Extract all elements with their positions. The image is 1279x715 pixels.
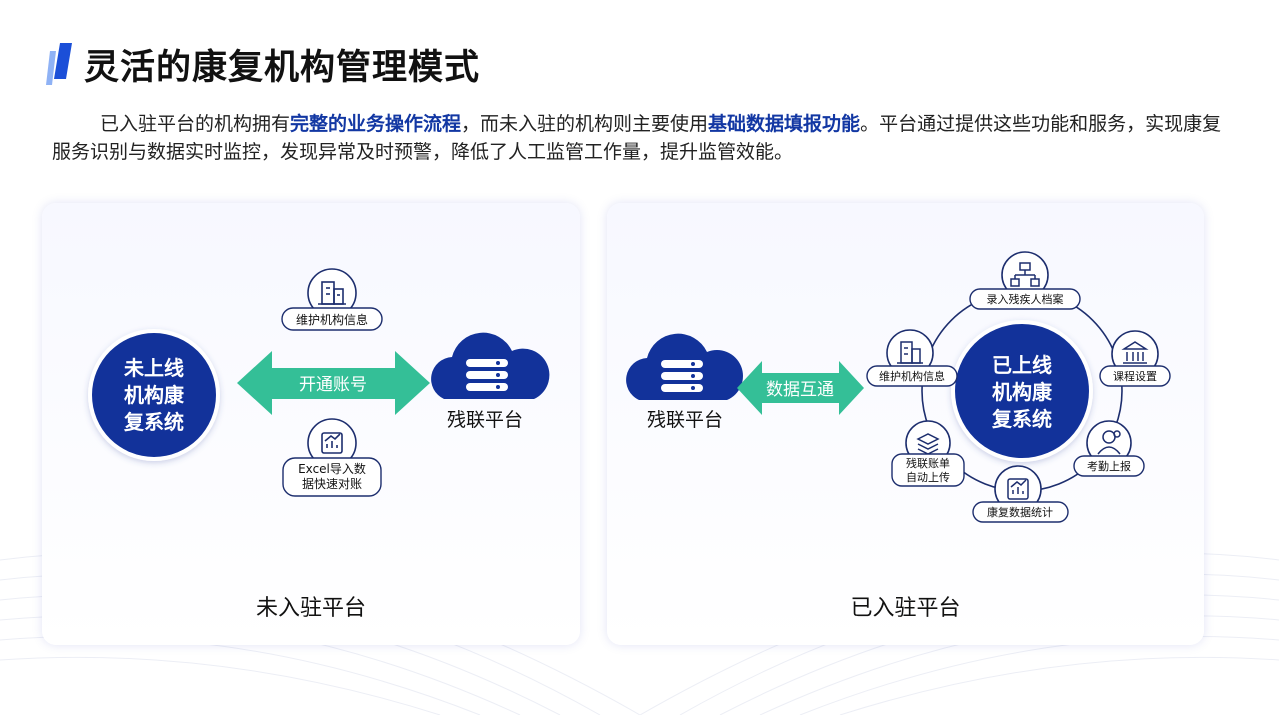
feature-maintain-info: 维护机构信息	[281, 268, 383, 331]
online-system-circle: 已上线 机构康 复系统	[951, 320, 1093, 462]
highlight-full-workflow: 完整的业务操作流程	[290, 113, 462, 135]
platform-label: 残联平台	[447, 409, 523, 431]
panel-onboarded: 残联平台 数据互通 已上线 机构康 复系统	[607, 203, 1204, 645]
server-cloud-icon	[626, 333, 743, 400]
svg-text:机构康: 机构康	[124, 383, 185, 407]
svg-text:已上线: 已上线	[992, 353, 1052, 377]
feature-data-statistics: 康复数据统计	[972, 465, 1069, 523]
platform-label: 残联平台	[647, 409, 723, 431]
diagram-not-onboarded: 未上线 机构康 复系统 开通账号 残联平台	[88, 268, 550, 497]
svg-text:录入残疾人档案: 录入残疾人档案	[987, 292, 1064, 306]
feature-record-archive: 录入残疾人档案	[969, 251, 1081, 310]
svg-text:课程设置: 课程设置	[1113, 370, 1157, 383]
svg-text:复系统: 复系统	[123, 410, 184, 434]
chart-icon	[1007, 478, 1029, 500]
building-icon	[897, 341, 923, 364]
svg-text:未上线: 未上线	[124, 356, 184, 380]
title-accent-bar	[46, 43, 72, 85]
org-chart-icon	[1010, 262, 1040, 287]
feature-bill-upload: 残联账单 自动上传	[891, 420, 965, 487]
svg-text:机构康: 机构康	[992, 380, 1053, 404]
svg-text:维护机构信息: 维护机构信息	[296, 312, 368, 327]
svg-text:Excel导入数: Excel导入数	[298, 461, 366, 476]
building-icon	[318, 281, 346, 305]
user-icon	[1097, 430, 1121, 455]
svg-text:考勤上报: 考勤上报	[1087, 459, 1131, 473]
feature-course-setting: 课程设置	[1099, 330, 1171, 387]
offline-system-circle: 未上线 机构康 复系统	[88, 329, 220, 461]
svg-text:维护机构信息: 维护机构信息	[879, 369, 945, 383]
panel-not-onboarded: 未上线 机构康 复系统 开通账号 残联平台	[42, 203, 580, 645]
caption-not-onboarded: 未入驻平台	[255, 596, 366, 621]
bank-icon	[1121, 341, 1149, 364]
svg-text:复系统: 复系统	[991, 407, 1052, 431]
svg-text:康复数据统计: 康复数据统计	[987, 505, 1053, 519]
diagram-onboarded: 残联平台 数据互通 已上线 机构康 复系统	[626, 251, 1171, 523]
page-title: 灵活的康复机构管理模式	[84, 48, 481, 88]
caption-onboarded: 已入驻平台	[850, 596, 961, 621]
feature-maintain-info: 维护机构信息	[866, 329, 958, 387]
feature-excel-import: Excel导入数 据快速对账	[282, 418, 382, 497]
svg-text:据快速对账: 据快速对账	[302, 477, 362, 491]
svg-text:自动上传: 自动上传	[906, 471, 950, 484]
intro-paragraph: 已入驻平台的机构拥有完整的业务操作流程，而未入驻的机构则主要使用基础数据填报功能…	[52, 113, 1222, 163]
data-sync-arrow: 数据互通	[737, 361, 864, 415]
svg-text:数据互通: 数据互通	[766, 380, 834, 400]
svg-text:残联账单: 残联账单	[906, 456, 950, 470]
feature-attendance: 考勤上报	[1073, 420, 1145, 477]
highlight-basic-data: 基础数据填报功能	[708, 113, 861, 135]
open-account-arrow: 开通账号	[237, 351, 430, 415]
chart-icon	[321, 432, 343, 454]
svg-text:开通账号: 开通账号	[299, 375, 367, 395]
server-cloud-icon	[431, 332, 550, 399]
